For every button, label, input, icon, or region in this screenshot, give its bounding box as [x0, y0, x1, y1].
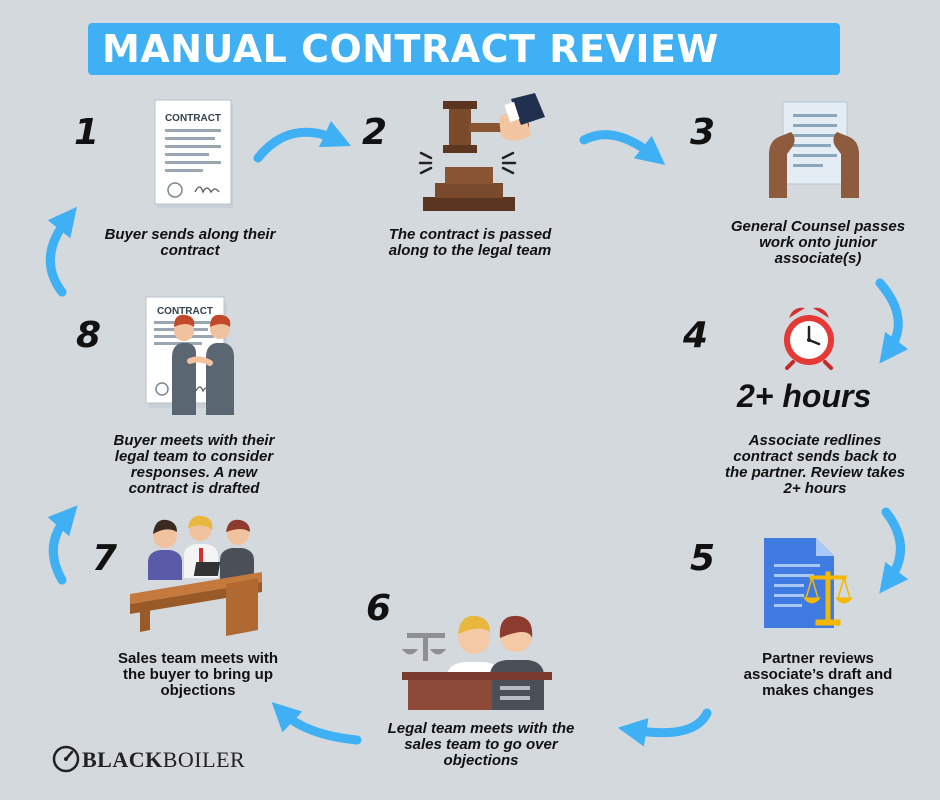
- step-8-caption: Buyer meets with their legal team to con…: [113, 432, 275, 497]
- arrow-6-to-7: [271, 702, 362, 745]
- arrow-2-to-3: [579, 130, 666, 165]
- arrow-5-to-6: [617, 708, 712, 747]
- step-number-5: 5: [690, 538, 716, 579]
- step-number-4: 4: [683, 315, 709, 356]
- step-4-caption: Associate redlines contract sends back t…: [724, 432, 906, 497]
- step-number-7: 7: [92, 538, 118, 579]
- handshake-contract-label: CONTRACT: [157, 306, 213, 317]
- contract-label: CONTRACT: [165, 113, 221, 124]
- blackboiler-logo: BLACKBOILER: [52, 744, 245, 774]
- step-number-2: 2: [362, 112, 388, 153]
- sales-meeting-desk-icon: [130, 515, 262, 636]
- step-number-1: 1: [74, 112, 100, 153]
- handshake-contract-icon: CONTRACT: [145, 296, 234, 415]
- arrow-7-to-8: [47, 505, 78, 585]
- legal-team-meeting-icon: [401, 615, 552, 710]
- alarm-clock-icon: [784, 307, 834, 370]
- arrow-1-to-2: [253, 120, 352, 163]
- title-banner: MANUAL CONTRACT REVIEW: [88, 23, 840, 75]
- gauge-icon: [52, 745, 80, 773]
- step-number-3: 3: [690, 112, 716, 153]
- step-6-caption: Legal team meets with the sales team to …: [387, 720, 575, 769]
- arrow-8-to-1: [45, 206, 77, 297]
- hands-holding-paper-icon: [769, 101, 859, 198]
- logo-wordmark: BLACKBOILER: [82, 747, 245, 773]
- step-5-caption: Partner reviews associate’s draft and ma…: [743, 650, 893, 699]
- step-3-caption: General Counsel passes work onto junior …: [730, 218, 906, 267]
- step-number-6: 6: [366, 588, 392, 629]
- step-number-8: 8: [76, 315, 102, 356]
- arrow-4-to-5: [879, 507, 909, 594]
- contract-document-icon: CONTRACT: [154, 99, 233, 208]
- arrow-3-to-4: [875, 278, 909, 364]
- step-7-caption: Sales team meets with the buyer to bring…: [117, 650, 279, 699]
- document-scales-icon: [764, 538, 854, 628]
- step-2-caption: The contract is passed along to the lega…: [388, 226, 552, 259]
- step-1-caption: Buyer sends along their contract: [104, 226, 276, 259]
- logo-regular: BOILER: [162, 747, 246, 772]
- gavel-hand-icon: [418, 93, 545, 211]
- logo-bold: BLACK: [82, 747, 163, 772]
- page-title: MANUAL CONTRACT REVIEW: [102, 27, 719, 71]
- duration-highlight: 2+ hours: [737, 378, 872, 414]
